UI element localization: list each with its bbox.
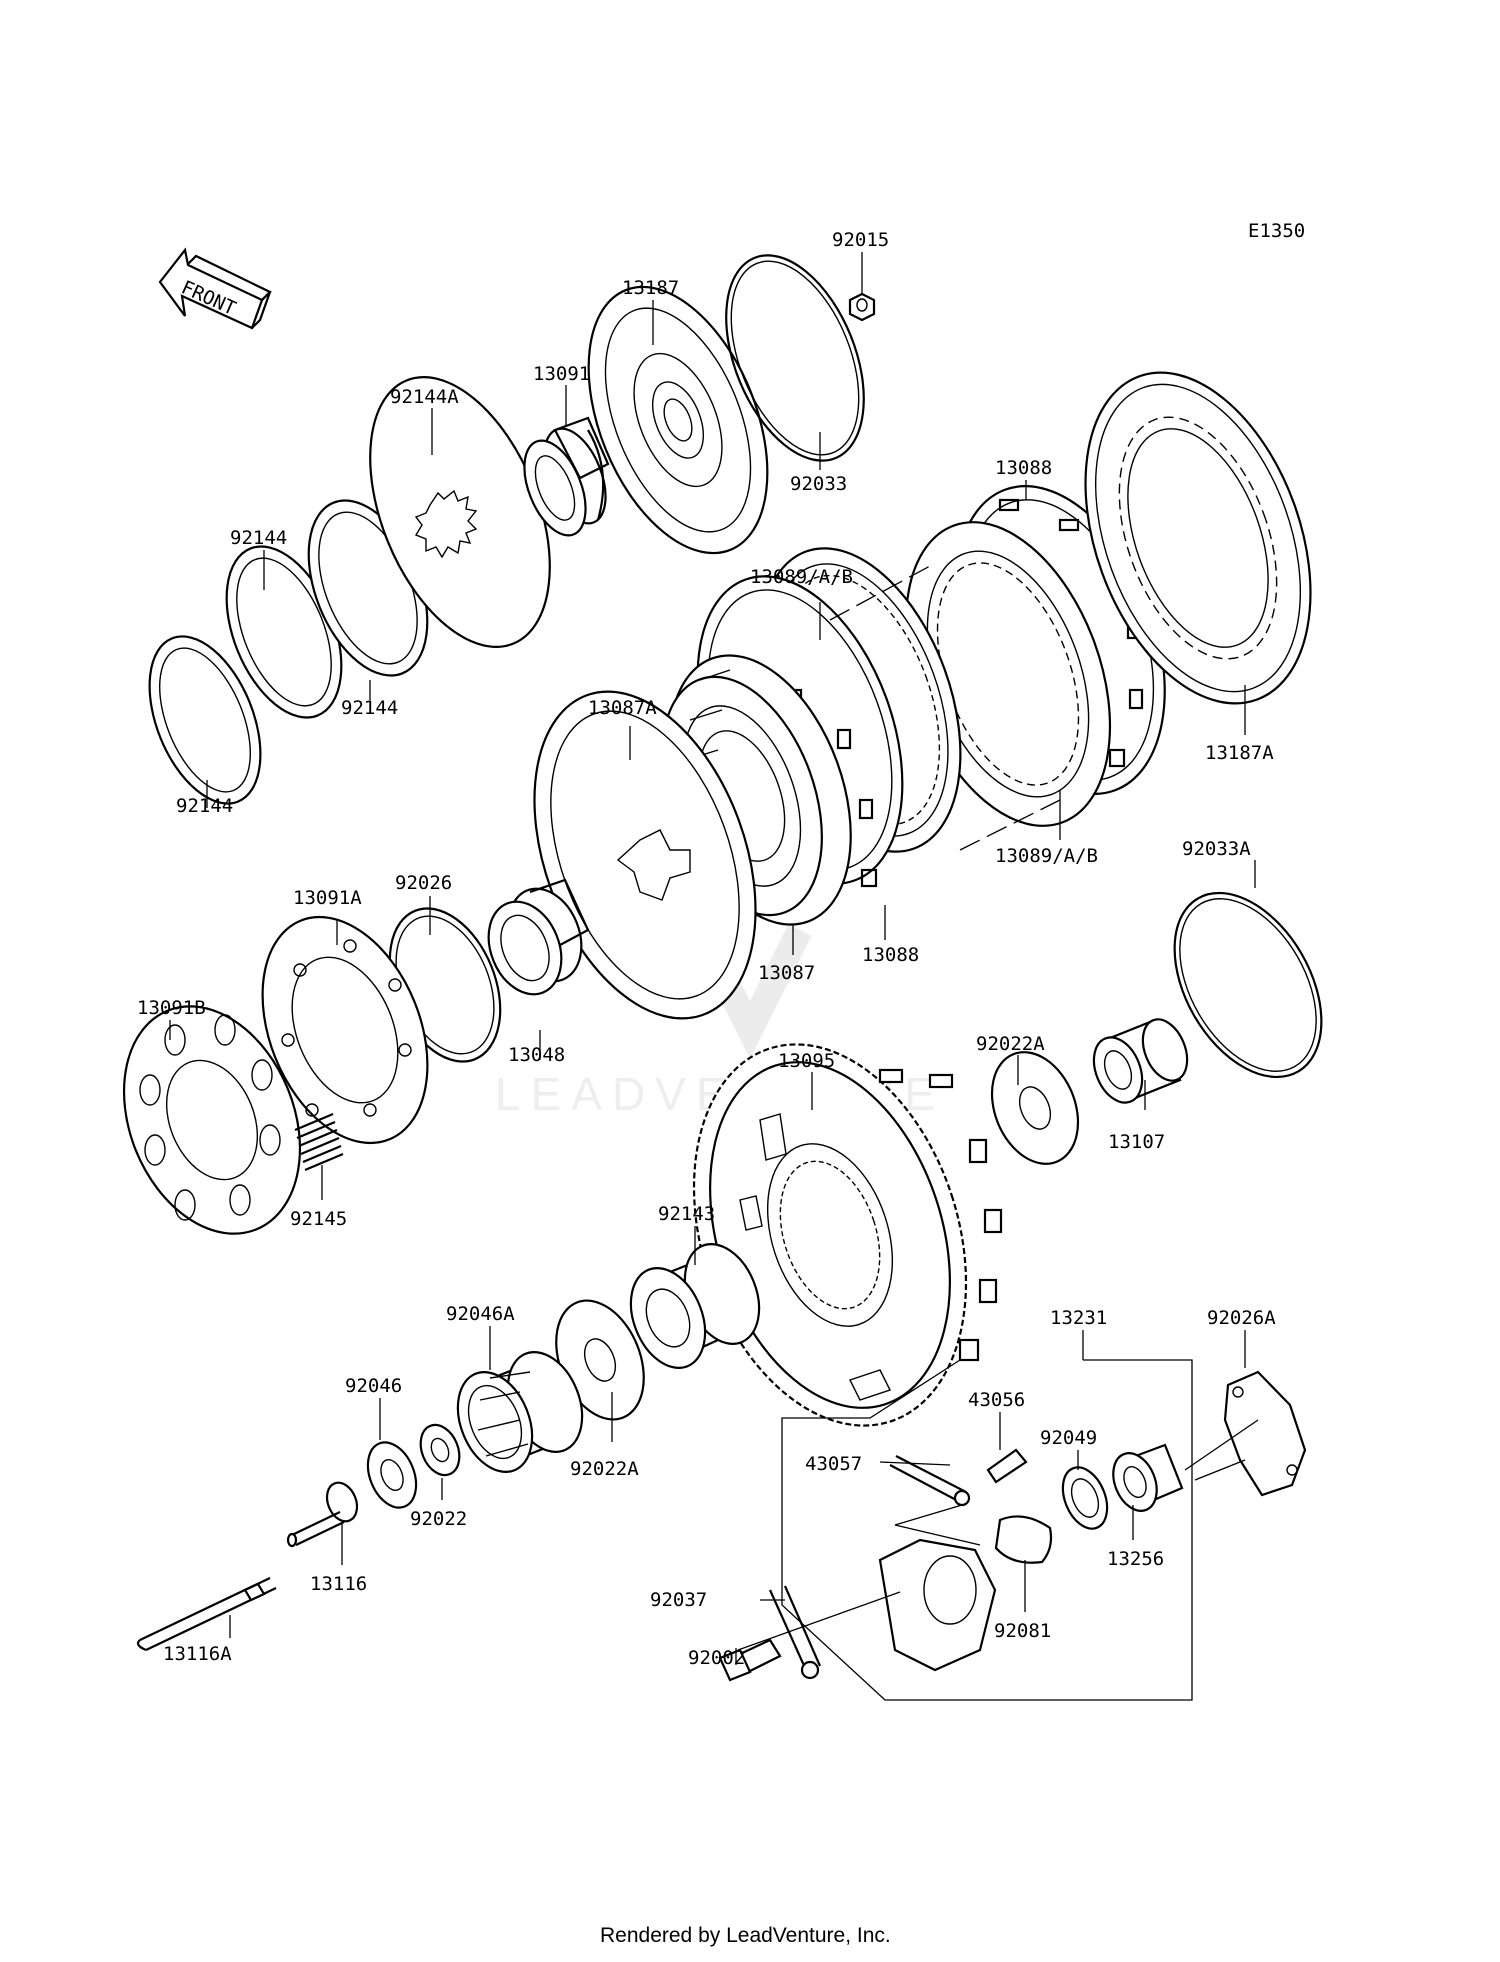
label-92015[interactable]: 92015 [832,229,889,251]
part-13107[interactable] [1085,1013,1196,1110]
part-13095[interactable] [648,1009,1013,1461]
part-92046A[interactable] [444,1341,596,1483]
part-13187[interactable] [553,261,803,579]
label-43056[interactable]: 43056 [968,1389,1025,1411]
diagram-code: E1350 [1248,220,1305,242]
label-13107[interactable]: 13107 [1108,1131,1165,1153]
front-arrow-icon: FRONT [158,247,272,330]
part-13091[interactable] [512,416,618,544]
label-13231[interactable]: 13231 [1050,1307,1107,1329]
part-92033[interactable] [699,235,891,480]
part-92046[interactable] [359,1435,425,1515]
label-13091A[interactable]: 13091A [293,887,362,909]
label-92046A[interactable]: 92046A [446,1303,515,1325]
label-92144-b[interactable]: 92144 [341,697,398,719]
label-92081[interactable]: 92081 [994,1620,1051,1642]
label-43057[interactable]: 43057 [805,1453,862,1475]
part-13087A[interactable] [493,661,797,1049]
part-labels: 92015 13187 13091 92144A 92033 13088 921… [137,229,1276,1669]
label-13187[interactable]: 13187 [622,277,679,299]
label-92002[interactable]: 92002 [688,1647,745,1669]
label-92022[interactable]: 92022 [410,1508,467,1530]
label-92033[interactable]: 92033 [790,473,847,495]
label-92143[interactable]: 92143 [658,1203,715,1225]
label-92049[interactable]: 92049 [1040,1427,1097,1449]
label-92022A-top[interactable]: 92022A [976,1033,1045,1055]
label-92144A[interactable]: 92144A [390,386,459,408]
label-92145[interactable]: 92145 [290,1208,347,1230]
label-92026[interactable]: 92026 [395,872,452,894]
part-13116[interactable] [286,1478,362,1548]
label-92144-c[interactable]: 92144 [176,795,233,817]
part-13116A[interactable] [136,1577,277,1652]
part-13187A[interactable] [1043,341,1352,734]
label-92033A[interactable]: 92033A [1182,838,1251,860]
footer-credit: Rendered by LeadVenture, Inc. [600,1924,891,1947]
label-13087A[interactable]: 13087A [588,697,657,719]
label-13256[interactable]: 13256 [1107,1548,1164,1570]
part-92033A[interactable] [1144,867,1351,1102]
part-92022[interactable] [414,1419,467,1481]
leader-lines [169,252,1259,1665]
part-13091B[interactable] [92,980,332,1260]
part-92002[interactable] [718,1638,782,1682]
label-92026A[interactable]: 92026A [1207,1307,1276,1329]
label-13095[interactable]: 13095 [778,1050,835,1072]
part-92143[interactable] [617,1233,773,1379]
label-13116A[interactable]: 13116A [163,1643,232,1665]
label-13087[interactable]: 13087 [758,962,815,984]
label-92022A-bottom[interactable]: 92022A [570,1458,639,1480]
part-92144A[interactable] [334,351,585,673]
label-13089-bottom[interactable]: 13089/A/B [995,845,1098,867]
part-92026A[interactable] [1223,1370,1307,1497]
part-92015[interactable] [848,292,876,322]
label-13091B[interactable]: 13091B [137,997,206,1019]
label-92037[interactable]: 92037 [650,1589,707,1611]
part-13048[interactable] [475,878,594,1005]
label-13187A[interactable]: 13187A [1205,742,1274,764]
part-13091A[interactable] [231,892,458,1167]
part-92022A-top[interactable] [976,1039,1094,1177]
part-92144-c[interactable] [128,620,283,819]
label-13048[interactable]: 13048 [508,1044,565,1066]
label-13088-top[interactable]: 13088 [995,457,1052,479]
label-13088-bottom[interactable]: 13088 [862,944,919,966]
label-13089-top[interactable]: 13089/A/B [750,566,853,588]
part-92145[interactable] [294,1112,344,1172]
label-13091[interactable]: 13091 [533,363,590,385]
label-92046[interactable]: 92046 [345,1375,402,1397]
label-92144-a[interactable]: 92144 [230,527,287,549]
part-13231-assembly[interactable] [768,1359,1193,1701]
label-13116[interactable]: 13116 [310,1573,367,1595]
